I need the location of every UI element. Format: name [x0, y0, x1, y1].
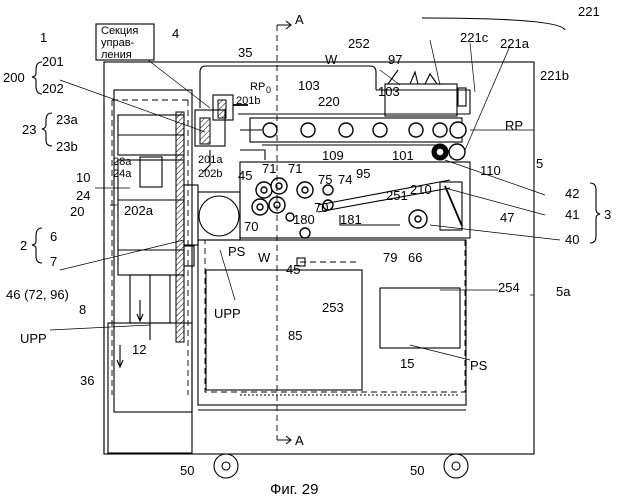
label-45-a: 45 [238, 168, 252, 183]
label-rp: RP [505, 118, 523, 133]
label-15: 15 [400, 356, 414, 371]
label-28a: 28a [113, 156, 132, 168]
label-4: 4 [172, 26, 179, 41]
lower-storage [198, 240, 466, 410]
label-202a: 202a [124, 203, 154, 218]
label-103-a: 103 [298, 78, 320, 93]
label-5: 5 [536, 156, 543, 171]
label-103-b: 103 [378, 84, 400, 99]
label-202: 202 [42, 81, 64, 96]
label-221: 221 [578, 4, 600, 19]
label-6: 6 [50, 229, 57, 244]
label-75: 75 [318, 172, 332, 187]
label-200: 200 [3, 70, 25, 85]
label-74: 74 [338, 172, 352, 187]
label-101: 101 [392, 148, 414, 163]
label-202b: 202b [198, 168, 222, 180]
label-201: 201 [42, 54, 64, 69]
label-253: 253 [322, 300, 344, 315]
post-assembly [176, 95, 248, 342]
label-20: 20 [70, 204, 84, 219]
label-95: 95 [356, 166, 370, 181]
label-ps-left: PS [228, 244, 246, 259]
label-upp-left: UPP [20, 331, 47, 346]
label-section-a-bottom: A [295, 433, 304, 448]
conveyor [240, 118, 534, 160]
label-3: 3 [604, 207, 611, 222]
label-ps-right: PS [470, 358, 488, 373]
label-109: 109 [322, 148, 344, 163]
label-rp0-sub: 0 [266, 85, 271, 95]
label-70-b: 70 [314, 200, 328, 215]
label-23a: 23a [56, 112, 78, 127]
label-201a: 201a [198, 154, 223, 166]
label-50-left: 50 [180, 463, 194, 478]
label-50-right: 50 [410, 463, 424, 478]
label-66: 66 [408, 250, 422, 265]
label-221b: 221b [540, 68, 569, 83]
label-181: 181 [340, 212, 362, 227]
label-24: 24 [76, 188, 90, 203]
control-box-line-2: управ- [101, 37, 135, 49]
label-47: 47 [500, 210, 514, 225]
label-180: 180 [293, 212, 315, 227]
figure-caption: Фиг. 29 [270, 481, 318, 498]
label-210: 210 [410, 182, 432, 197]
label-5a: 5a [556, 284, 571, 299]
label-254: 254 [498, 280, 520, 295]
label-41: 41 [565, 207, 579, 222]
label-71-b: 71 [288, 161, 302, 176]
label-12: 12 [132, 342, 146, 357]
label-79: 79 [383, 250, 397, 265]
label-220: 220 [318, 94, 340, 109]
label-201b: 201b [236, 95, 260, 107]
label-42: 42 [565, 186, 579, 201]
label-252: 252 [348, 36, 370, 51]
label-w-bottom: W [258, 250, 271, 265]
label-23: 23 [22, 122, 36, 137]
label-85: 85 [288, 328, 302, 343]
label-45-b: 45 [286, 262, 300, 277]
housing [104, 62, 534, 454]
label-section-a-top: A [295, 12, 304, 27]
label-1: 1 [40, 30, 47, 45]
control-box-line-1: Секция [101, 25, 138, 37]
label-40: 40 [565, 232, 579, 247]
label-8: 8 [79, 302, 86, 317]
label-70-a: 70 [244, 219, 258, 234]
label-2: 2 [20, 238, 27, 253]
label-upp-center: UPP [214, 306, 241, 321]
label-71-a: 71 [262, 161, 276, 176]
label-rp0: RP [250, 81, 265, 93]
label-46: 46 (72, 96) [6, 287, 69, 302]
label-110: 110 [480, 163, 501, 178]
label-97: 97 [388, 52, 402, 67]
section-line [277, 21, 291, 444]
label-251: 251 [386, 188, 408, 203]
label-221a: 221a [500, 36, 530, 51]
wheels [214, 454, 468, 478]
label-35: 35 [238, 45, 252, 60]
label-10: 10 [76, 170, 90, 185]
label-w-top: W [325, 52, 338, 67]
label-24a: 24a [113, 168, 132, 180]
label-36: 36 [80, 373, 94, 388]
label-221c: 221c [460, 30, 489, 45]
control-box-line-3: ления [101, 49, 132, 61]
label-23b: 23b [56, 139, 78, 154]
label-7: 7 [50, 254, 57, 269]
